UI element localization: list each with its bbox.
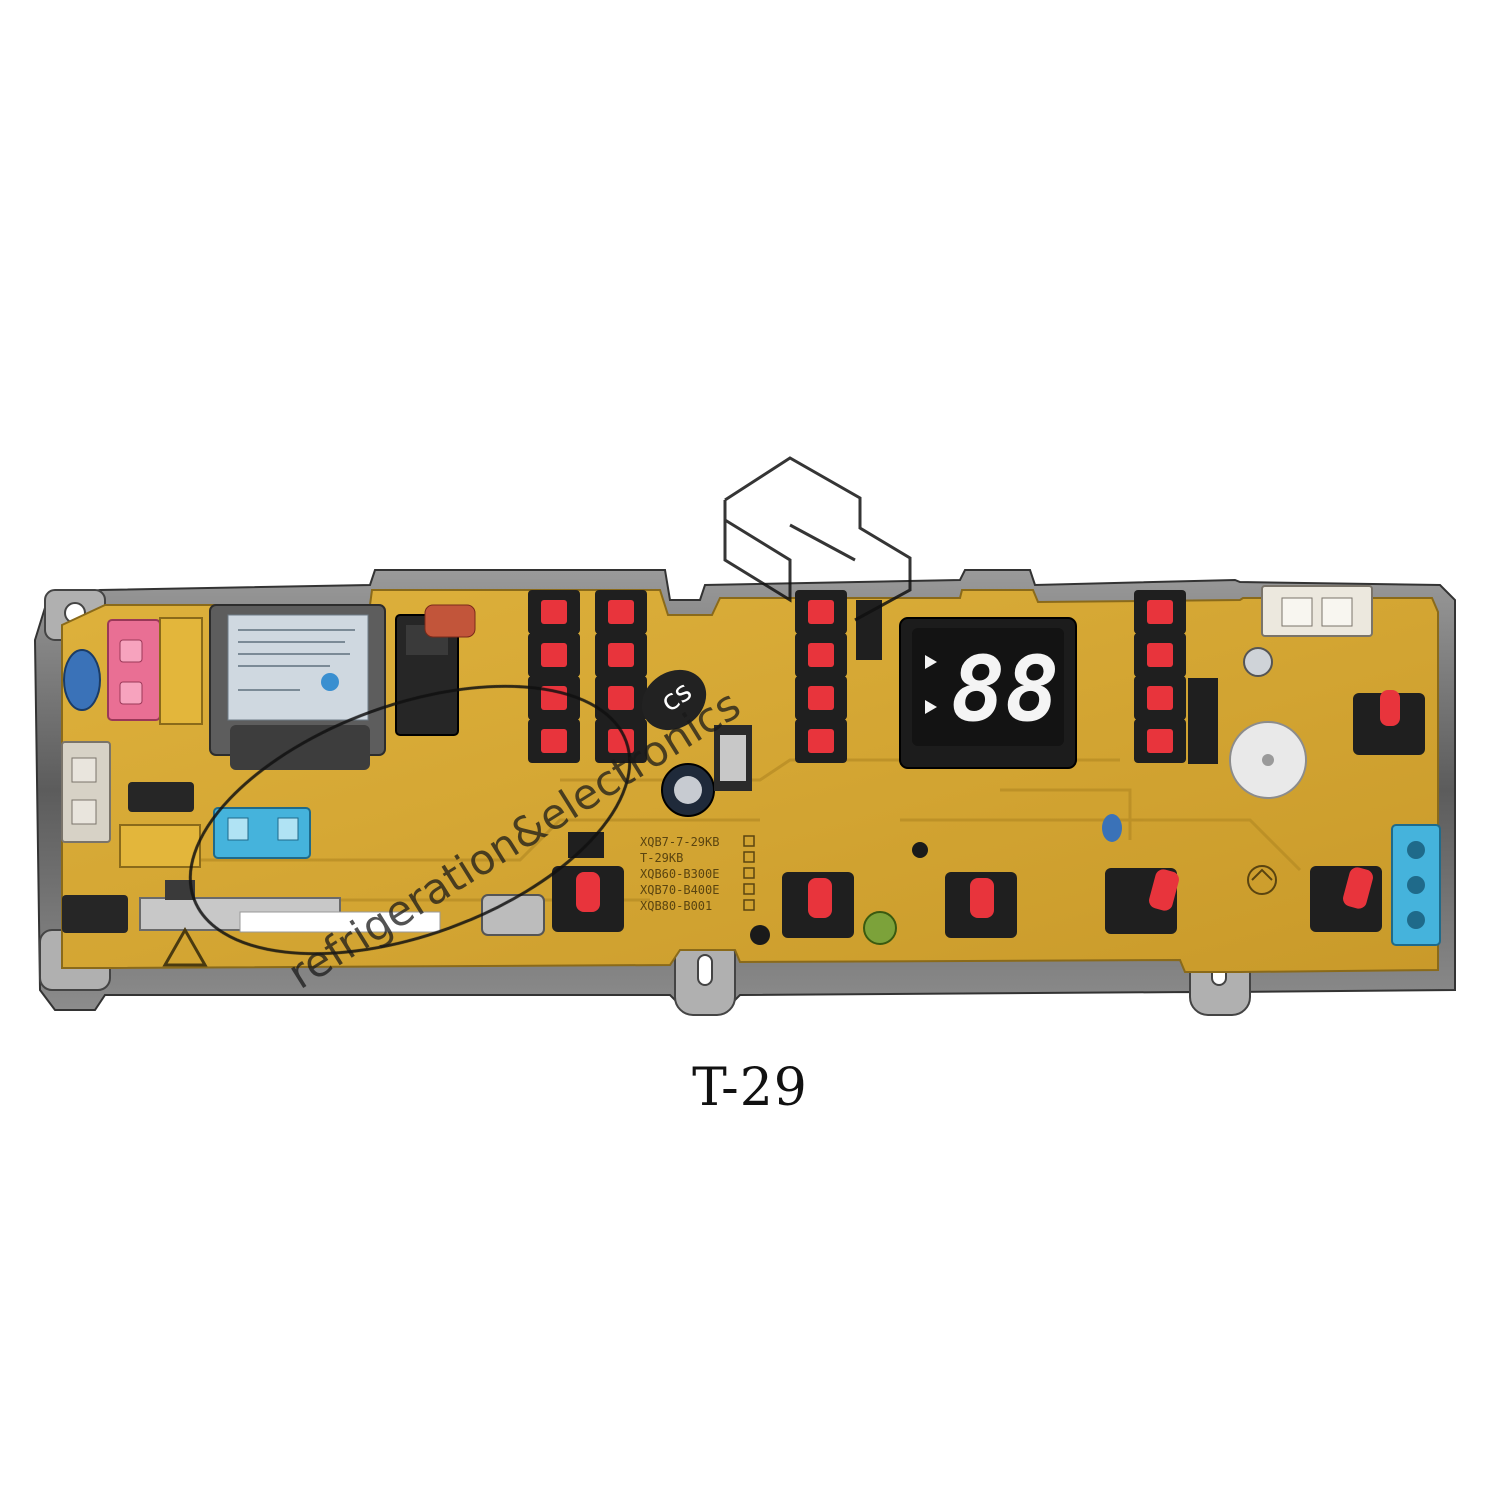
- product-label: T-29: [692, 1058, 808, 1118]
- watermark-logo: [188, 456, 912, 956]
- key-switch[interactable]: [795, 633, 847, 677]
- crystal: [481, 894, 545, 936]
- key-switch[interactable]: [795, 590, 847, 634]
- button-matrix-3: [1134, 590, 1186, 763]
- model-checklist: XQB7-7-29KB T-29KB XQB60-B300E XQB70-B40…: [640, 835, 755, 913]
- buzzer: [1229, 721, 1307, 799]
- key-switch[interactable]: [795, 676, 847, 720]
- model-item: T-29KB: [640, 851, 683, 865]
- key-switch[interactable]: [1134, 590, 1186, 634]
- black-component: [128, 782, 194, 812]
- yellow-capacitor-2: [119, 824, 201, 868]
- blue-connector-right: [1391, 824, 1441, 946]
- mount-ear-bottom-center: [674, 934, 736, 1016]
- relay: [395, 614, 459, 736]
- key-switch[interactable]: [595, 590, 647, 634]
- voltage-regulator: [714, 725, 752, 791]
- key-switch[interactable]: [528, 590, 580, 634]
- small-capacitor: [1243, 647, 1273, 677]
- push-button-4[interactable]: [1105, 868, 1181, 934]
- black-bar: [856, 600, 882, 660]
- key-switch[interactable]: [795, 719, 847, 763]
- model-item: XQB80-B001: [640, 899, 712, 913]
- white-connector-left: [61, 741, 111, 843]
- ic-chip: [1188, 678, 1218, 764]
- seven-segment-display: 88: [899, 617, 1077, 769]
- yellow-capacitor: [159, 617, 203, 725]
- red-capacitor: [424, 604, 476, 638]
- key-switch[interactable]: [1134, 633, 1186, 677]
- push-button-2[interactable]: [782, 872, 854, 938]
- key-switch[interactable]: [1134, 676, 1186, 720]
- pink-connector: [107, 619, 161, 721]
- black-component-2: [62, 895, 128, 933]
- push-button-1[interactable]: [552, 866, 624, 932]
- blue-capacitor-small: [1102, 814, 1122, 842]
- model-item: XQB7-7-29KB: [640, 835, 719, 849]
- key-switch[interactable]: [528, 676, 580, 720]
- display-digits: 88: [951, 637, 1059, 742]
- key-switch[interactable]: [1134, 719, 1186, 763]
- brand-logo: [1247, 865, 1277, 895]
- button-matrix-2: [795, 590, 847, 763]
- key-switch[interactable]: [595, 633, 647, 677]
- inductor: [641, 669, 707, 731]
- blue-fuse-holder: [213, 807, 311, 859]
- key-switch[interactable]: [595, 676, 647, 720]
- key-switch[interactable]: [528, 633, 580, 677]
- certification-mark: [863, 911, 897, 945]
- model-item: XQB70-B400E: [640, 883, 719, 897]
- button-matrix-1: [528, 590, 647, 763]
- mount-hole: [750, 925, 770, 945]
- transformer: [209, 604, 386, 770]
- key-switch[interactable]: [528, 719, 580, 763]
- white-connector-top-right: [1261, 585, 1373, 637]
- white-strip: [239, 911, 441, 933]
- model-item: XQB60-B300E: [640, 867, 719, 881]
- push-button-5[interactable]: [1310, 866, 1382, 932]
- warning-symbol: [162, 926, 208, 967]
- blue-capacitor: [63, 649, 101, 711]
- electrolytic-capacitor: [661, 763, 715, 817]
- push-button-3[interactable]: [945, 872, 1017, 938]
- mount-hole: [912, 842, 928, 858]
- push-button-right-top[interactable]: [1353, 690, 1425, 755]
